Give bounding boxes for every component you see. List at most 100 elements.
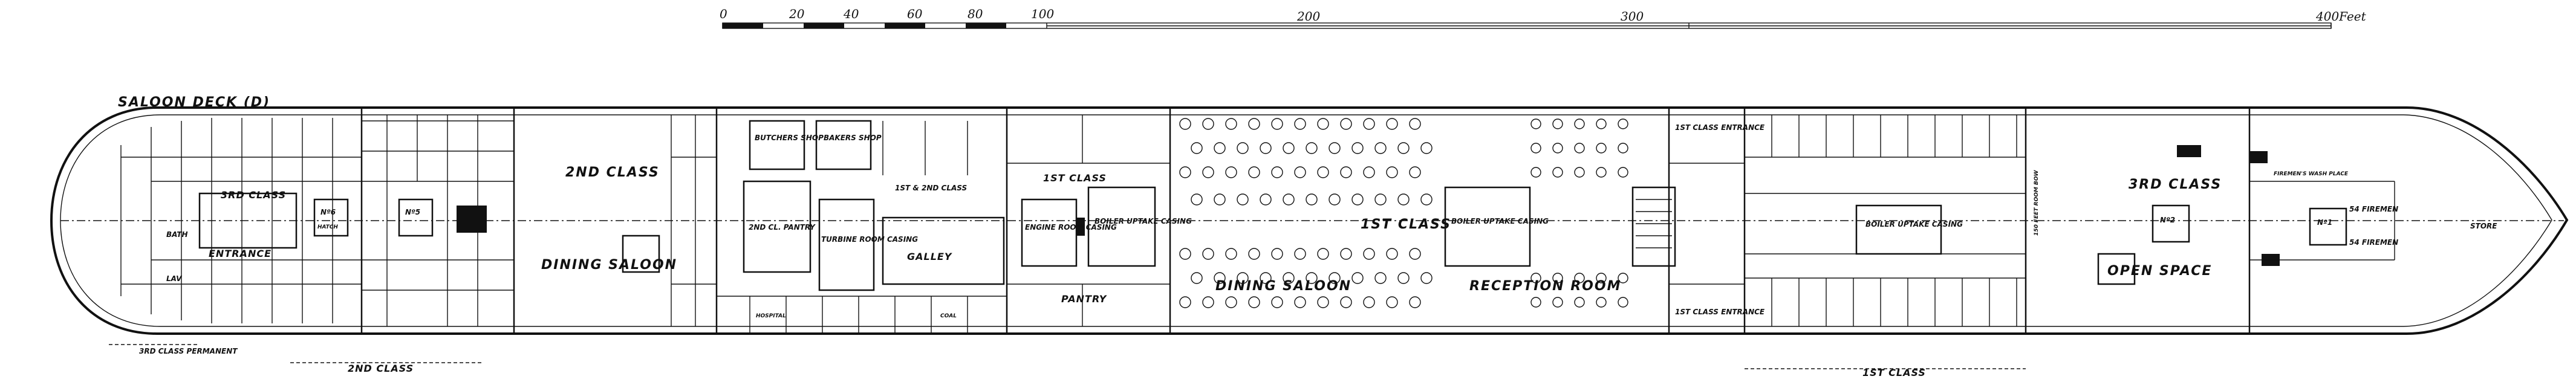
room-first-small: 1ST CLASS <box>1043 172 1107 184</box>
first-entrance <box>1669 163 1745 285</box>
dining-table <box>1191 193 1203 206</box>
reception-table <box>1618 297 1628 308</box>
reception-table <box>1596 273 1607 283</box>
engine-pantry <box>1007 115 1170 326</box>
dining-table <box>1374 142 1387 154</box>
reception-table <box>1552 297 1563 308</box>
hatch-no2: Nº2 <box>2160 216 2175 224</box>
forward-first-cabins <box>1745 115 2026 326</box>
dining-table <box>1351 193 1364 206</box>
room-firemen-bottom: 54 FIREMEN <box>2349 238 2398 247</box>
dining-table <box>1179 166 1191 178</box>
reception-table <box>1574 167 1585 178</box>
dining-table <box>1386 248 1398 260</box>
label-hospital: HOSPITAL <box>756 313 786 319</box>
dining-table <box>1386 118 1398 130</box>
dining-table <box>1397 272 1410 284</box>
hatch-no1: Nº1 <box>2317 218 2332 227</box>
dining-table <box>1363 248 1375 260</box>
dining-table <box>1351 272 1364 284</box>
dining-table <box>1306 272 1318 284</box>
dining-table <box>1409 248 1421 260</box>
scale-tick: 200 <box>1296 9 1320 24</box>
dining-table <box>1260 272 1272 284</box>
reception-table <box>1618 167 1628 178</box>
reception-table <box>1596 297 1607 308</box>
reception-table <box>1552 273 1563 283</box>
dining-table <box>1317 166 1329 178</box>
reception-table <box>1618 118 1628 129</box>
room-first-top: 1ST CLASS <box>1361 217 1451 232</box>
room-second-class: 2ND CLASS <box>565 165 660 180</box>
dining-table <box>1214 142 1226 154</box>
reception-table <box>1552 143 1563 154</box>
second-class-dining <box>622 115 717 326</box>
dining-table <box>1329 272 1341 284</box>
dining-table <box>1397 142 1410 154</box>
dining-table <box>1294 296 1306 308</box>
reception-table <box>1530 297 1541 308</box>
dining-table <box>1248 296 1260 308</box>
dining-table <box>1260 193 1272 206</box>
reception-table <box>1552 167 1563 178</box>
reception-table <box>1618 273 1628 283</box>
room-wash-place: FIREMEN'S WASH PLACE <box>2274 171 2349 177</box>
room-firemen-top: 54 FIREMEN <box>2349 205 2398 213</box>
dim-second-class: 2ND CLASS <box>348 363 414 374</box>
room-reception: RECEPTION ROOM <box>1469 279 1621 294</box>
room-first-dining: DINING SALOON <box>1215 279 1351 294</box>
dining-table <box>1420 272 1433 284</box>
reception-area <box>1444 186 1676 267</box>
dining-table <box>1283 193 1295 206</box>
dining-table <box>1386 296 1398 308</box>
scale-bar: 0 20 40 60 80 100 200 300 400Feet <box>720 7 2367 29</box>
dining-table <box>1202 248 1214 260</box>
service-block <box>717 120 1007 334</box>
dining-table <box>1179 296 1191 308</box>
reception-table <box>1530 167 1541 178</box>
dining-table <box>1179 248 1191 260</box>
dining-table <box>1202 118 1214 130</box>
scale-tick: 40 <box>843 7 859 21</box>
aft-hatch-area <box>313 115 514 326</box>
scale-tick: 100 <box>1031 7 1054 21</box>
dining-table <box>1225 118 1237 130</box>
dining-table <box>1294 248 1306 260</box>
dining-table <box>1248 118 1260 130</box>
dining-table <box>1409 296 1421 308</box>
dining-table <box>1374 272 1387 284</box>
room-second-dining: DINING SALOON <box>541 258 677 273</box>
dining-table <box>1340 118 1352 130</box>
reception-table <box>1530 273 1541 283</box>
scale-tick: 0 <box>720 7 727 21</box>
hatch-no5: Nº5 <box>405 208 420 216</box>
dining-table <box>1271 166 1283 178</box>
room-pantry: PANTRY <box>1061 293 1107 305</box>
dining-table <box>1179 118 1191 130</box>
dining-table <box>1317 118 1329 130</box>
dining-table <box>1317 248 1329 260</box>
hull-outline <box>50 106 2569 335</box>
first-dining-saloon <box>1179 118 1628 308</box>
dining-table <box>1306 193 1318 206</box>
dining-table <box>1237 193 1249 206</box>
reception-table <box>1596 118 1607 129</box>
dining-table <box>1248 166 1260 178</box>
dining-table <box>1260 142 1272 154</box>
label-boiler-room: 150 FEET ROOM BOW <box>2034 170 2040 236</box>
dimension-lines <box>109 344 2026 369</box>
dining-table <box>1317 296 1329 308</box>
dining-table <box>1374 193 1387 206</box>
dining-table <box>1363 166 1375 178</box>
dim-third-permanent: 3RD CLASS PERMANENT <box>139 347 238 355</box>
room-third-entrance: ENTRANCE <box>209 248 272 259</box>
scale-tick: 80 <box>968 7 983 21</box>
reception-table <box>1596 143 1607 154</box>
dining-table <box>1191 142 1203 154</box>
room-third-fwd: 3RD CLASS <box>2129 177 2222 192</box>
room-open-space: OPEN SPACE <box>2107 264 2212 279</box>
dining-table <box>1271 118 1283 130</box>
room-galley: GALLEY <box>907 251 952 262</box>
dining-table <box>1397 193 1410 206</box>
room-galley-top: 1ST & 2ND CLASS <box>895 184 967 192</box>
